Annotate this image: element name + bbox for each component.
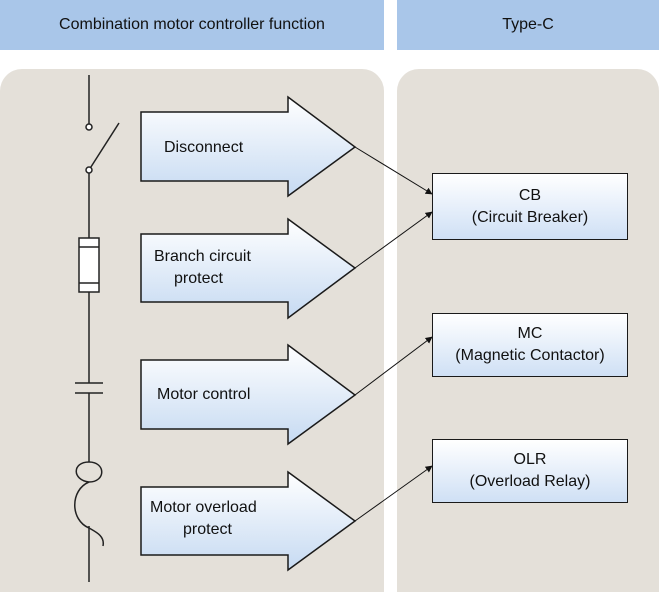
device-box-mc: MC (Magnetic Contactor) — [432, 313, 628, 377]
function-label-disconnect: Disconnect — [164, 137, 243, 159]
switch-contact-top — [85, 123, 93, 131]
switch-contact-bottom — [85, 166, 93, 174]
function-label-line2: protect — [183, 521, 232, 538]
function-label-line1: Disconnect — [164, 139, 244, 156]
function-label-line1: Motor control — [157, 386, 251, 403]
circuit-schematic — [74, 75, 120, 582]
device-box-olr: OLR (Overload Relay) — [432, 439, 628, 503]
connectors — [354, 146, 433, 522]
header-type-c: Type-C — [397, 0, 659, 50]
arrow-disconnect — [140, 95, 357, 198]
arrow-motor-control — [140, 343, 357, 446]
arrow-branch-protect — [140, 217, 357, 320]
fuse-symbol — [78, 237, 100, 293]
connector-branch-cb — [354, 211, 433, 269]
function-label-branch-protect: Branch circuit protect — [154, 246, 284, 290]
device-abbr: MC — [517, 325, 543, 342]
function-label-line1: Motor overload — [150, 499, 257, 516]
connector-disconnect-cb — [354, 146, 433, 195]
device-box-cb: CB (Circuit Breaker) — [432, 173, 628, 240]
function-label-motor-control: Motor control — [157, 384, 250, 406]
device-full-name: (Magnetic Contactor) — [455, 347, 605, 364]
function-label-overload-protect: Motor overload protect — [150, 497, 257, 541]
switch-blade — [88, 122, 120, 171]
device-full-name: (Overload Relay) — [469, 473, 591, 490]
function-arrows — [140, 95, 357, 572]
device-abbr: CB — [518, 186, 542, 204]
connector-overload-olr — [354, 465, 433, 522]
device-full-name: (Circuit Breaker) — [471, 208, 589, 226]
header-function: Combination motor controller function — [0, 0, 384, 50]
connector-control-mc — [354, 336, 433, 396]
function-label-line2: protect — [174, 270, 223, 287]
arrow-overload-protect — [140, 470, 357, 572]
function-label-line1: Branch circuit — [154, 248, 251, 265]
device-abbr: OLR — [513, 451, 547, 468]
